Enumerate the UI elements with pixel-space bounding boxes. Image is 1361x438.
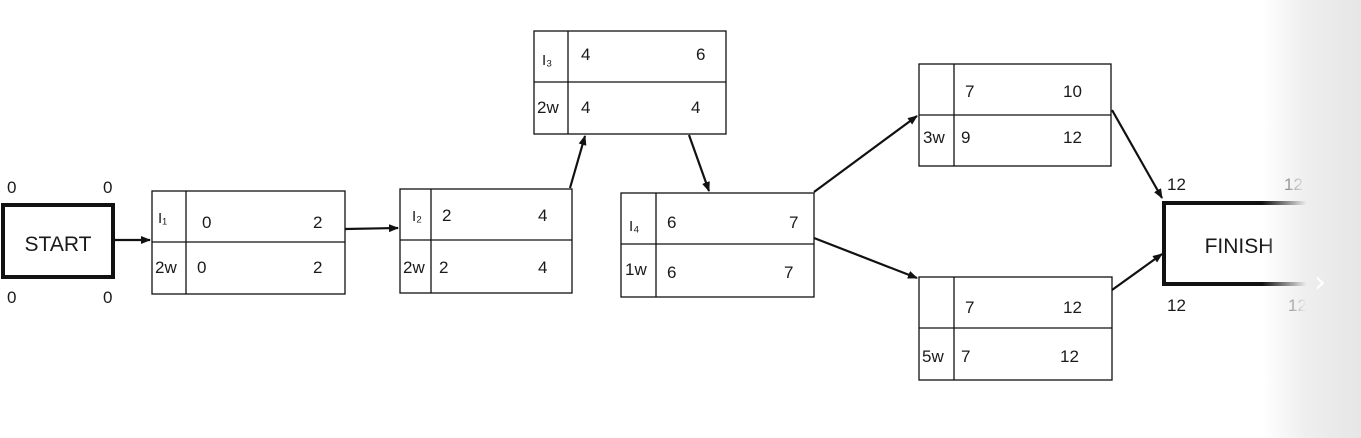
activity-duration: 5w [922, 347, 944, 366]
activity-ls: 2 [439, 258, 448, 277]
activity-duration: 2w [403, 258, 425, 277]
activity-lower-right-node: 5w 7 12 7 12 [918, 276, 1113, 381]
activity-ef: 12 [1063, 298, 1082, 317]
activity-ls: 7 [961, 347, 970, 366]
activity-ls: 0 [197, 258, 206, 277]
activity-es: 7 [965, 298, 974, 317]
chevron-right-icon[interactable]: › [1314, 265, 1326, 300]
arrow-i2-to-i3 [568, 135, 587, 189]
activity-ef: 2 [313, 213, 322, 232]
activity-lf: 4 [538, 258, 547, 277]
activity-ef: 10 [1063, 82, 1082, 101]
activity-ef: 7 [789, 213, 798, 232]
activity-i4-node: I₄ 1w 6 7 6 7 [620, 192, 815, 298]
activity-i3-node: I₃ 2w 4 6 4 4 [533, 30, 727, 135]
right-edge-shade [1262, 0, 1361, 438]
activity-upper-right-node: 3w 7 10 9 12 [918, 63, 1112, 167]
start-ef: 0 [103, 178, 112, 197]
activity-ef: 6 [696, 45, 705, 64]
activity-es: 0 [202, 213, 211, 232]
start-ls: 0 [7, 288, 16, 307]
arrow-i4-to-lower [813, 236, 918, 280]
activity-id: I₄ [629, 218, 639, 235]
activity-i2-node: I₂ 2w 2 4 2 4 [399, 188, 573, 294]
activity-es: 2 [442, 206, 451, 225]
activity-i1-node: I₁ 2w 0 2 0 2 [151, 190, 346, 295]
activity-ls: 9 [961, 128, 970, 147]
activity-lf: 2 [313, 258, 322, 277]
arrow-i3-to-i4 [687, 134, 711, 192]
activity-duration: 2w [155, 258, 177, 277]
finish-ls: 12 [1167, 296, 1186, 315]
activity-lf: 4 [691, 98, 700, 117]
arrow-upper-to-finish [1111, 109, 1163, 199]
activity-id: I₃ [542, 52, 552, 69]
arrow-lower-to-finish [1111, 253, 1163, 291]
activity-es: 6 [667, 213, 676, 232]
activity-lf: 12 [1063, 128, 1082, 147]
activity-es: 4 [581, 45, 590, 64]
activity-lf: 12 [1060, 347, 1079, 366]
activity-ls: 4 [581, 98, 590, 117]
activity-duration: 2w [537, 98, 559, 117]
activity-duration: 1w [625, 260, 647, 279]
start-label: START [25, 233, 92, 256]
activity-id: I₂ [412, 208, 422, 225]
activity-lf: 7 [784, 263, 793, 282]
start-lf: 0 [103, 288, 112, 307]
activity-es: 7 [965, 82, 974, 101]
arrow-i4-to-upper [813, 115, 918, 193]
arrow-i1-to-i2 [344, 224, 399, 233]
finish-label: FINISH [1205, 235, 1274, 258]
start-node: START 0 0 0 0 [1, 178, 115, 307]
finish-es: 12 [1167, 175, 1186, 194]
activity-duration: 3w [923, 128, 945, 147]
start-es: 0 [7, 178, 16, 197]
activity-ef: 4 [538, 206, 547, 225]
activity-ls: 6 [667, 263, 676, 282]
activity-id: I₁ [158, 210, 167, 227]
